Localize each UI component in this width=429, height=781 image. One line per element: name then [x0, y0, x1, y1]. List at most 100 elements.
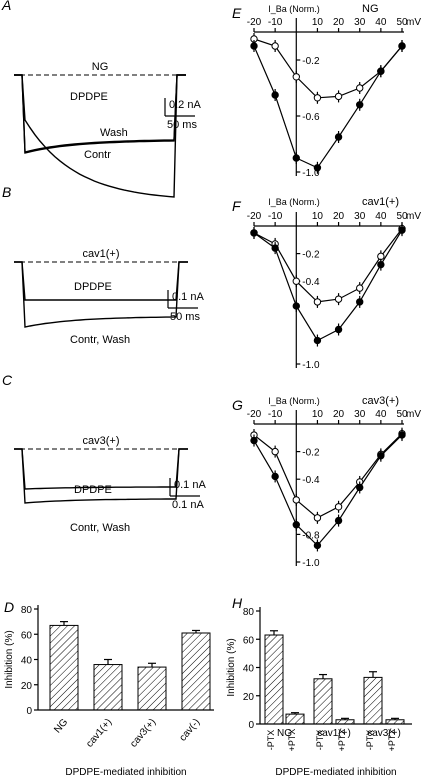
data-point [292, 154, 300, 162]
scale-time: 0.1 nA [172, 499, 204, 511]
bar [181, 632, 211, 711]
y-tick-label: -0.4 [302, 277, 320, 288]
data-point [292, 302, 300, 310]
y-tick-label: -0.2 [302, 448, 320, 459]
x-tick-label: 10 [312, 409, 324, 420]
trace-dpdpe [14, 74, 186, 198]
bar [137, 666, 167, 711]
y-tick-label: -1.0 [302, 360, 320, 371]
trace-wash [14, 74, 186, 154]
bar [313, 678, 333, 725]
y-axis-label: I_Ba (Norm.) [268, 197, 320, 207]
x-unit-label: mV [406, 409, 421, 420]
y-tick-label: 60 [243, 635, 255, 646]
bar [264, 634, 284, 725]
x-tick-label: -10 [268, 211, 283, 222]
x-unit-label: mV [406, 17, 421, 28]
series-line [253, 38, 403, 99]
panel-label: E [232, 5, 242, 21]
data-point [334, 133, 343, 141]
y-tick-label: 40 [21, 656, 33, 667]
trace-label: DPDPE [70, 91, 108, 103]
data-point [398, 431, 406, 439]
data-point [313, 541, 322, 550]
x-tick-label: -10 [268, 17, 283, 28]
data-point [271, 91, 279, 99]
x-category-label: cav1(+) [84, 717, 114, 750]
x-group-label: NG [277, 728, 292, 739]
data-point [377, 452, 385, 460]
data-point [377, 67, 385, 75]
trace-contr [14, 74, 186, 153]
series-line [253, 45, 403, 169]
scale-current: 0.1 nA [172, 291, 204, 303]
x-tick-label: 50 [396, 409, 408, 420]
scale-current: 0.1 nA [174, 479, 206, 491]
x-category-label: cav(-) [177, 717, 202, 744]
y-axis-label: I_Ba (Norm.) [268, 396, 320, 406]
x-tick-label: 10 [312, 211, 324, 222]
trace-label: Contr, Wash [70, 522, 130, 534]
data-point [271, 42, 279, 50]
x-tick-label: 30 [354, 17, 366, 28]
x-unit-label: mV [406, 211, 421, 222]
bar [49, 624, 79, 711]
y-axis-label: Inhibition (%) [4, 630, 15, 688]
data-point [377, 260, 385, 269]
bar [285, 713, 305, 725]
data-point [356, 101, 364, 109]
bar [335, 719, 355, 725]
x-group-label: cav3(+) [367, 728, 401, 739]
panel-label: H [232, 595, 243, 611]
x-tick-label: 50 [396, 17, 408, 28]
series-line [253, 434, 403, 547]
x-tick-label: -20 [247, 17, 262, 28]
y-tick-label: 40 [243, 664, 255, 675]
y-tick-label: 80 [21, 605, 33, 616]
x-category-label: -PTX [266, 730, 276, 751]
y-axis-label: Inhibition (%) [226, 638, 237, 696]
plot-title: cav3(+) [362, 395, 399, 407]
x-tick-label: 50 [396, 211, 408, 222]
data-point [313, 514, 322, 522]
x-category-label: +PTX [287, 729, 297, 752]
trace-title: NG [92, 61, 109, 73]
x-tick-label: 30 [354, 409, 366, 420]
data-point [356, 483, 364, 492]
trace-contr-wash [14, 261, 188, 328]
trace-dpdpe [14, 448, 188, 490]
x-tick-label: 40 [375, 17, 387, 28]
data-point [334, 516, 343, 525]
x-category-label: -PTX [315, 730, 325, 751]
trace-label: DPDPE [74, 281, 112, 293]
panel-label: G [232, 397, 243, 413]
y-tick-label: 60 [21, 630, 33, 641]
data-point [313, 164, 322, 172]
x-group-label: cav1(+) [317, 728, 351, 739]
y-tick-label: -0.2 [302, 250, 320, 261]
data-point [250, 42, 258, 50]
data-point [250, 229, 258, 237]
y-tick-label: -1.0 [302, 558, 320, 569]
x-tick-label: -20 [247, 409, 262, 420]
y-tick-label: -0.6 [302, 112, 320, 123]
x-axis-label: DPDPE-mediated inhibition [65, 767, 186, 778]
data-point [334, 92, 343, 101]
y-tick-label: 20 [21, 681, 33, 692]
x-tick-label: 40 [375, 211, 387, 222]
bar [93, 664, 123, 711]
data-point [398, 42, 406, 50]
x-tick-label: 30 [354, 211, 366, 222]
data-point [271, 447, 279, 456]
trace-title: cav1(+) [83, 248, 120, 260]
x-tick-label: 20 [333, 211, 345, 222]
data-point [356, 84, 364, 92]
panel-label: B [2, 184, 11, 200]
